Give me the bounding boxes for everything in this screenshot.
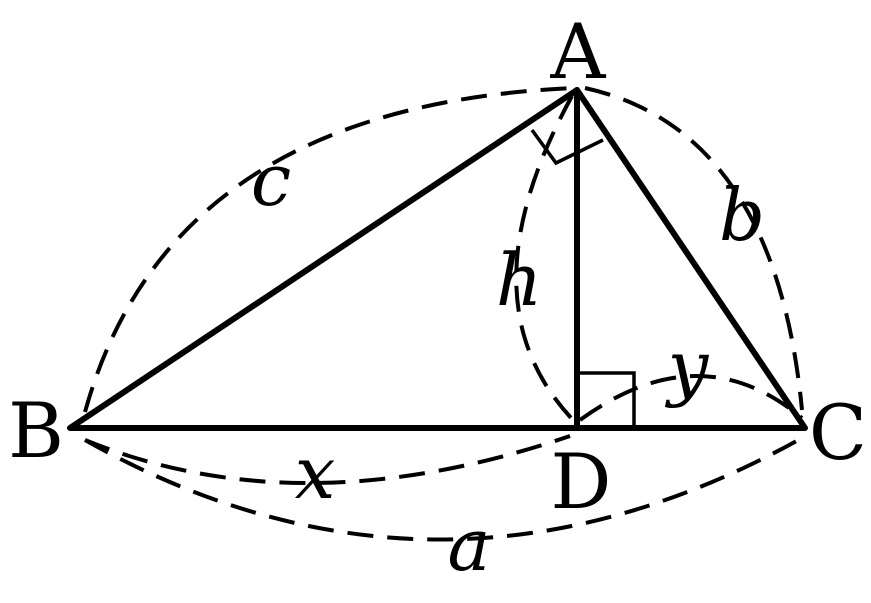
length-label-c: c — [251, 138, 291, 222]
arc-y — [578, 374, 804, 422]
arc-c — [83, 86, 576, 413]
right-angle-marker-D — [578, 371, 636, 428]
length-label-b: b — [719, 173, 765, 257]
arc-x — [84, 434, 571, 486]
right-angle-marker-A — [530, 128, 604, 166]
length-label-y: y — [665, 325, 710, 409]
arc-b — [584, 86, 804, 411]
length-label-h: h — [496, 238, 542, 322]
vertex-label-D: D — [551, 437, 612, 526]
triangle-ABC — [67, 87, 808, 431]
length-label-a: a — [448, 503, 491, 587]
arc-a — [84, 436, 803, 542]
vertex-label-B: B — [8, 386, 64, 475]
length-label-x: x — [295, 431, 336, 515]
vertex-label-C: C — [809, 388, 867, 477]
vertex-label-A: A — [550, 7, 607, 96]
